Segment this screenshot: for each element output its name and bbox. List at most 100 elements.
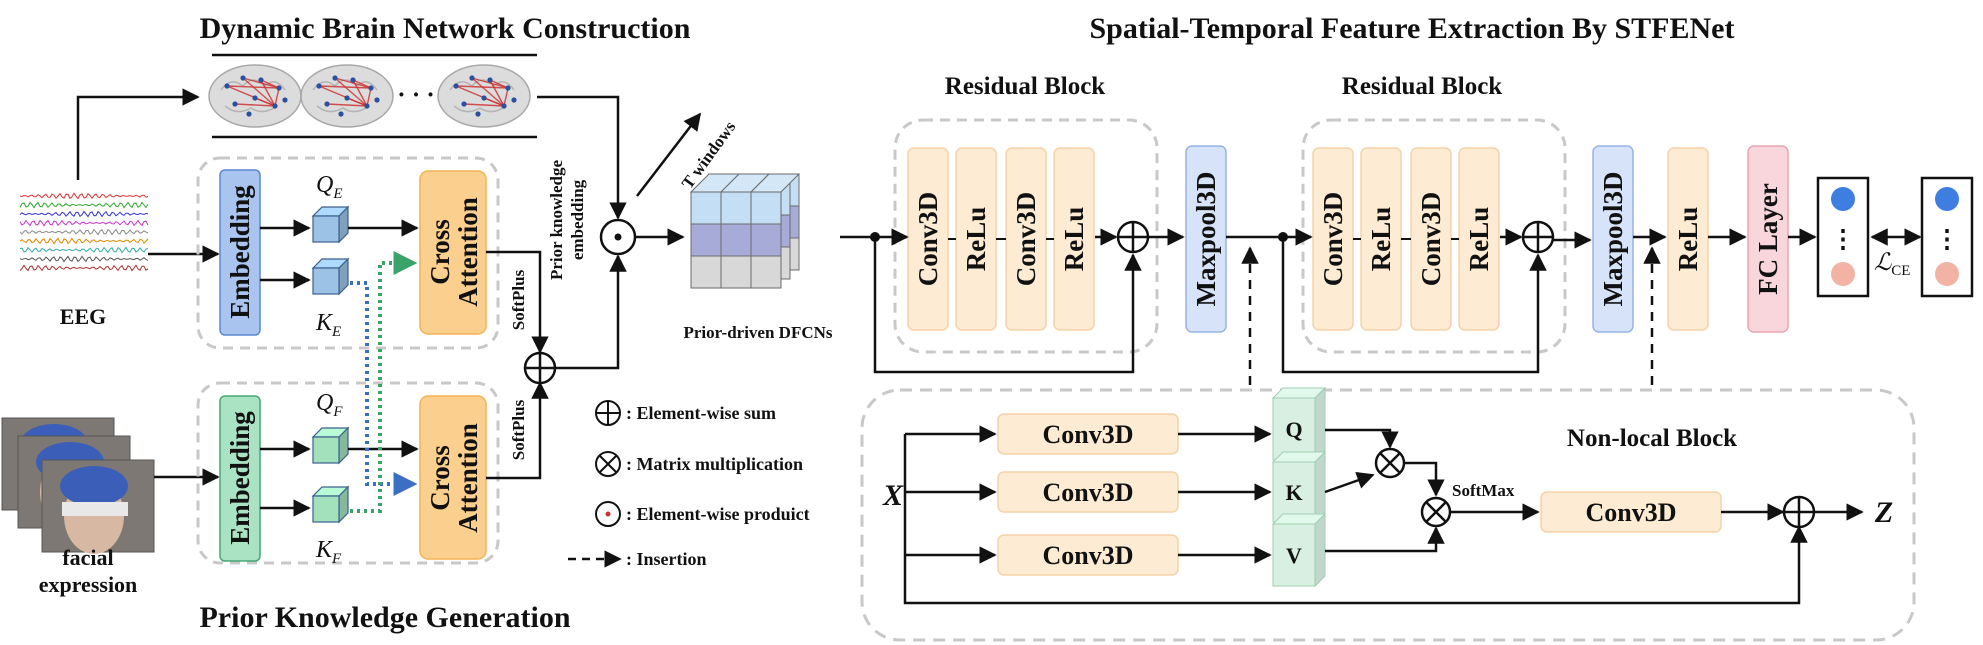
title-spatial-temporal: Spatial-Temporal Feature Extraction By S… — [1090, 12, 1735, 45]
nonlocal-input-x: X — [882, 479, 904, 512]
eeg-trace — [19, 237, 149, 245]
matmul-qk-symbol — [1374, 447, 1406, 479]
dfcn-cell — [750, 223, 782, 257]
prediction-node-top — [1831, 187, 1855, 211]
rb1-relu-label: ReLu — [1059, 207, 1089, 272]
eeg-trace — [19, 192, 149, 200]
k-f-cube-shape-front — [312, 495, 340, 523]
brain-edge — [334, 77, 372, 89]
prior-embedding-label-line2: embedding — [568, 179, 587, 260]
x-trunk-line — [903, 434, 1808, 605]
facial-label-line2: expression — [39, 572, 138, 597]
brain-folds — [449, 79, 515, 113]
ke-to-facial-cross-attn-dotted — [350, 281, 418, 496]
dfcn-cell — [720, 223, 752, 257]
q-f-label: QF — [316, 390, 343, 420]
maxpool3d-2-box — [1592, 145, 1634, 333]
prior-sum-symbol — [523, 351, 557, 385]
nonlocal-conv3d-v-label: Conv3D — [1042, 541, 1133, 570]
fc-layer-label: FC Layer — [1753, 183, 1783, 295]
dfcn-cell — [750, 255, 782, 289]
brain-node — [487, 77, 493, 83]
prism-k-label: K — [1285, 480, 1302, 505]
brain-edge — [260, 79, 280, 89]
k-f-cube-shape — [311, 485, 350, 524]
brain-folds — [312, 79, 378, 113]
brain-node — [240, 75, 246, 81]
facial-branch-panel — [196, 381, 500, 565]
eeg-trace — [19, 228, 149, 236]
embedding-facial-label: Embedding — [225, 411, 255, 545]
brain-edge — [326, 103, 368, 107]
rb2-sum-symbol — [1521, 220, 1555, 254]
k-e-cube-shape-front — [312, 267, 340, 295]
brain-node — [276, 85, 282, 91]
q-e-cube-shape — [311, 205, 350, 244]
title-dynamic-brain-network: Dynamic Brain Network Construction — [200, 12, 691, 45]
relu-final-box — [1667, 147, 1709, 331]
matmul-v-symbol — [1420, 496, 1452, 528]
q-f-cube-shape-front — [312, 436, 340, 464]
brain-edge — [352, 79, 368, 107]
dfcn-cube — [689, 173, 801, 289]
brain-node — [344, 95, 350, 101]
relu-final-label: ReLu — [1673, 207, 1703, 272]
brain-edge — [503, 87, 509, 107]
legend-sum-symbol — [595, 400, 621, 426]
q-e-cube — [311, 205, 350, 244]
fc-layer-box — [1747, 145, 1789, 333]
k-e-label: KE — [315, 310, 341, 340]
nonlocal-conv3d-k-label: Conv3D — [1042, 478, 1133, 507]
prism-q-side — [1314, 386, 1326, 462]
embedding-facial-box — [219, 395, 261, 562]
k-e-cube-shape — [311, 257, 350, 296]
eeg-label: EEG — [60, 304, 106, 329]
brain-edge — [234, 103, 276, 107]
label-node-bottom — [1935, 262, 1959, 286]
legend-product-symbol — [595, 501, 621, 527]
eeg-cap — [60, 466, 128, 506]
maxpool3d-1-label: Maxpool3D — [1191, 172, 1221, 307]
residual-block-1-title: Residual Block — [945, 73, 1106, 100]
dfcn-cell — [690, 191, 722, 225]
brain-edge — [260, 79, 276, 107]
dfcn-cell — [720, 191, 752, 225]
brain-node — [501, 103, 507, 109]
eeg-signal-icon — [19, 192, 149, 272]
brain-edge — [274, 87, 280, 107]
q-f-cube — [311, 426, 350, 465]
cross-attention-facial-line2: Attention — [453, 423, 483, 533]
brain-node — [224, 83, 230, 89]
dfcn-cell — [690, 255, 722, 289]
brain-node — [252, 95, 258, 101]
title-prior-knowledge-generation: Prior Knowledge Generation — [199, 601, 570, 634]
prism-v-side — [1314, 512, 1326, 588]
brain-edge — [242, 77, 276, 107]
brain-node — [481, 95, 487, 101]
cross-attention-eeg-line2: Attention — [453, 197, 483, 307]
eeg-trace — [19, 219, 149, 227]
legend-matmul-text: : Matrix multiplication — [626, 454, 803, 474]
k-to-matmul-arrow — [1324, 472, 1375, 494]
q-e-label: QE — [316, 172, 343, 202]
brain-edge — [366, 87, 372, 107]
legend-product-text: : Element-wise produict — [626, 504, 810, 524]
matmul-qk-to-matmul-v-arrow — [1404, 461, 1445, 497]
brain-node — [332, 75, 338, 81]
brain-network-icon — [437, 64, 531, 128]
softplus-label-bottom: SoftPlus — [509, 399, 528, 460]
brain-edge — [489, 79, 505, 107]
v-to-matmul-arrow — [1325, 526, 1445, 553]
nonlocal-out-conv3d-label: Conv3D — [1585, 498, 1676, 527]
q-to-matmul-arrow — [1325, 428, 1399, 449]
rb1-relu-label: ReLu — [961, 207, 991, 272]
facial-cross-attn-to-sum — [486, 381, 549, 480]
brain-node — [469, 75, 475, 81]
q-e-cube-shape-front — [312, 215, 340, 243]
brain-edge — [483, 97, 505, 107]
brain-folds — [220, 79, 286, 113]
face-photo-icon — [41, 459, 155, 554]
prism-v-front — [1272, 523, 1316, 587]
element-wise-product-symbol — [599, 218, 637, 256]
nonlocal-sum-symbol — [1782, 495, 1816, 529]
